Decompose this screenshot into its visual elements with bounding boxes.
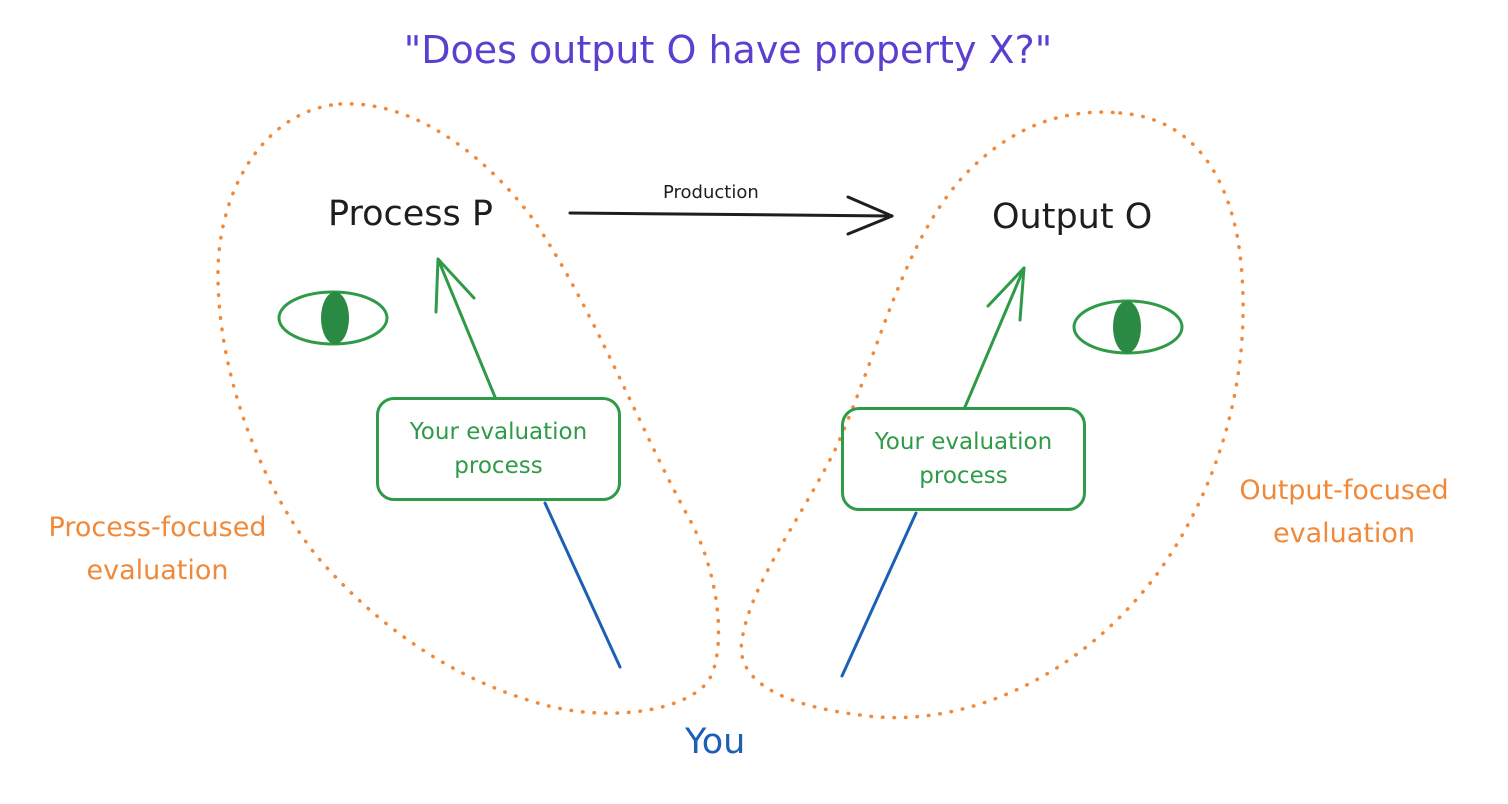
diagram-title: "Does output O have property X?": [403, 28, 1053, 72]
process-group-label-line1: Process-focused: [48, 512, 267, 543]
output-focused-region: [739, 110, 1245, 720]
you-line-left: [543, 501, 622, 669]
output-group-label-line2: evaluation: [1272, 518, 1415, 550]
process-group-label-line2: evaluation: [86, 555, 229, 587]
output-group-label-line1: Output-focused: [1239, 475, 1449, 506]
evaluation-arrow-left: [434, 257, 497, 399]
evaluation-process-box-right: Your evaluation process: [841, 407, 1086, 511]
eye-icon-left: [277, 290, 389, 346]
you-label: You: [685, 722, 746, 762]
evaluation-arrow-right: [963, 266, 1026, 409]
evaluation-box-left-line2: process: [454, 453, 543, 479]
production-arrow: [568, 195, 894, 236]
evaluation-process-box-left: Your evaluation process: [376, 397, 621, 501]
production-label: Production: [663, 182, 759, 203]
you-line-right: [840, 511, 918, 678]
eye-icon-right: [1072, 299, 1184, 355]
evaluation-box-left-line1: Your evaluation: [409, 418, 588, 445]
evaluation-box-right-line2: process: [919, 463, 1008, 489]
evaluation-box-right-line1: Your evaluation: [874, 428, 1053, 455]
output-focused-evaluation-label: Output-focused evaluation: [1220, 469, 1468, 555]
process-focused-evaluation-label: Process-focused evaluation: [30, 506, 285, 592]
output-o-label: Output O: [992, 197, 1153, 237]
process-focused-region: [216, 102, 721, 715]
process-p-label: Process P: [328, 194, 494, 234]
